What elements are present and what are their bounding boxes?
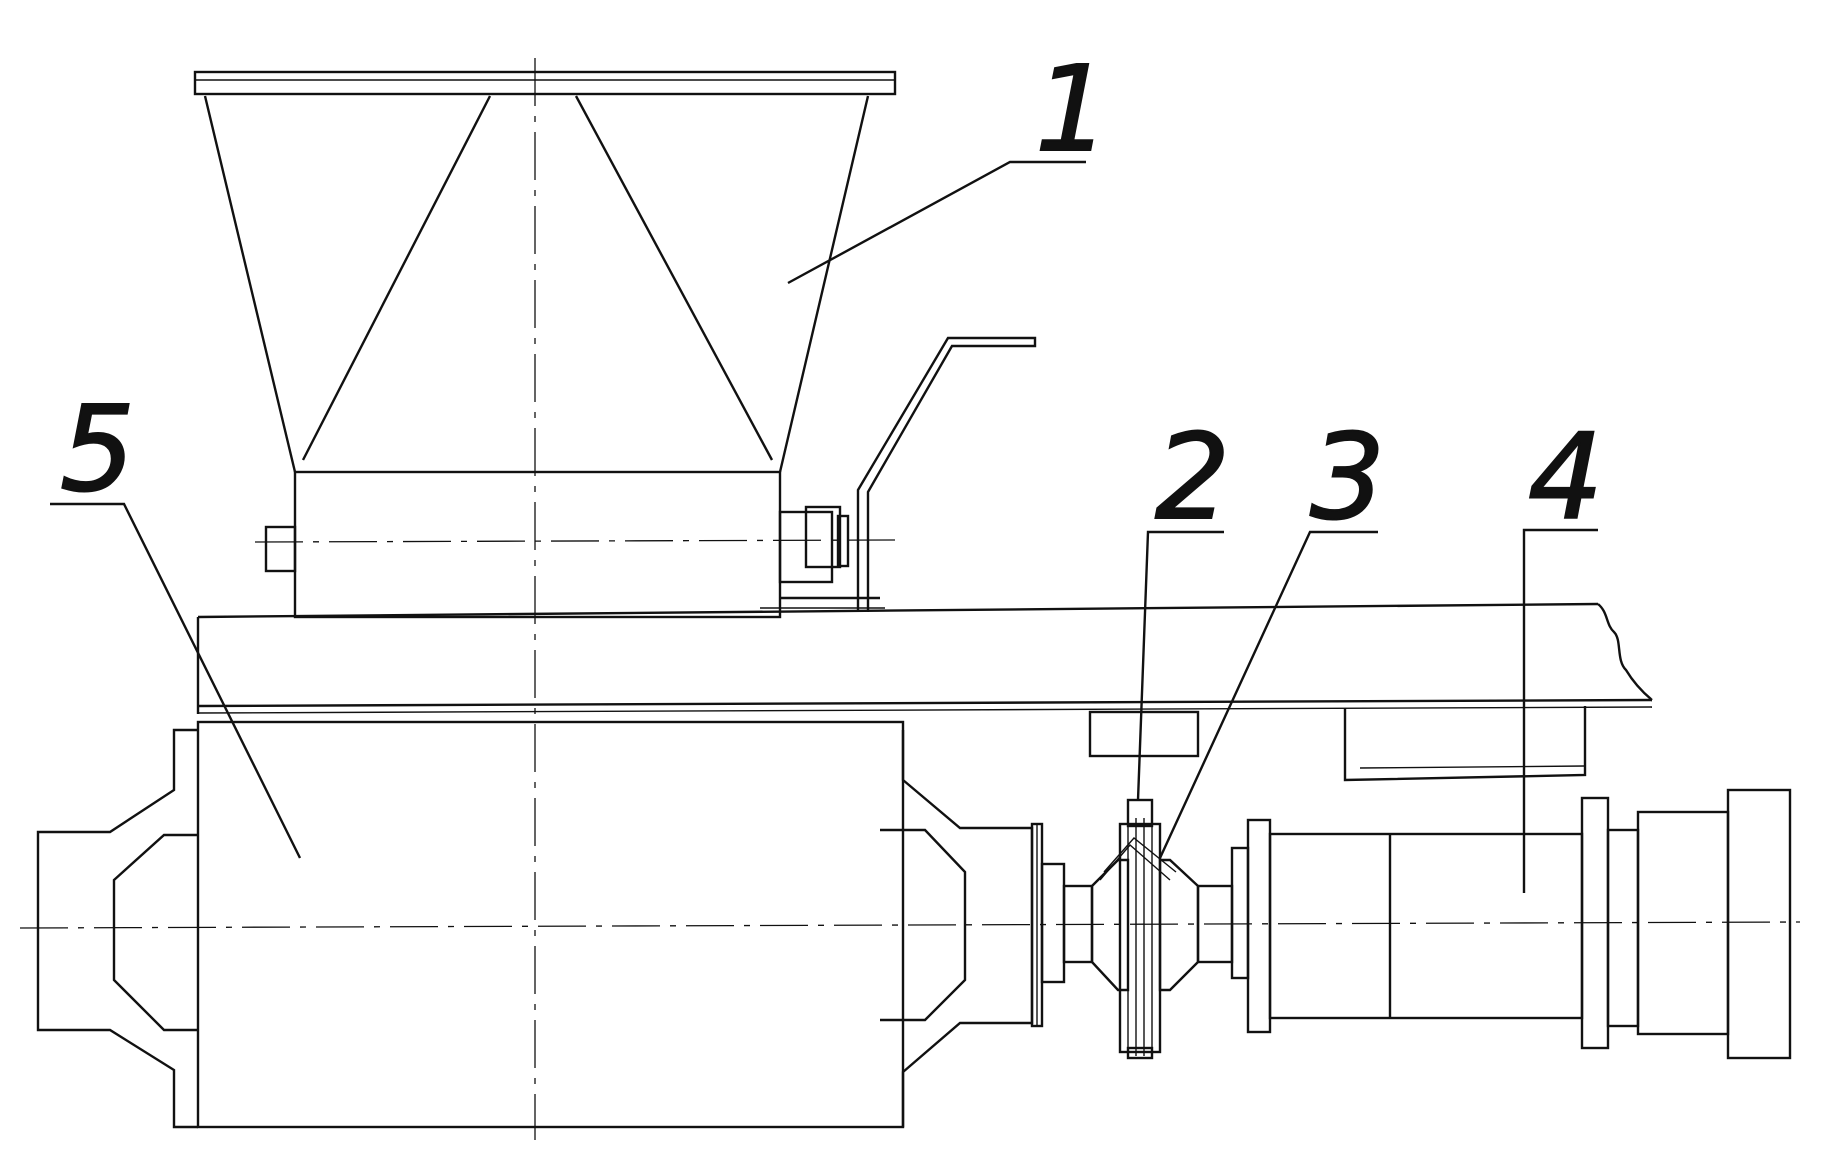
coupling-key-bottom: [1126, 1046, 1154, 1060]
coupling-hatch-1: [1099, 844, 1171, 881]
left-hub-outer: [36, 728, 198, 1129]
horizontal-center-line: [19, 921, 1801, 929]
leader-3: [1158, 530, 1378, 859]
coupling-disk: [1118, 822, 1162, 1054]
hopper-left-wall: [203, 95, 297, 473]
callout-3: 3: [1310, 408, 1385, 546]
frame-bottom-line: [197, 698, 1653, 708]
callouts: 1 2 3 4 5: [59, 39, 1604, 547]
callout-5: 5: [60, 380, 135, 518]
motor-rear-ring: [1606, 828, 1640, 1028]
hopper-inner-left: [301, 95, 492, 461]
right-hub-outer: [901, 730, 1034, 1127]
frame-support-right: [1343, 706, 1587, 782]
body-box: [196, 720, 905, 1129]
hopper-left-bolt: [264, 525, 297, 573]
frame-top-line: [197, 602, 1599, 619]
center-lines: [19, 58, 1801, 1140]
base-frame: [196, 602, 1653, 782]
motor-front-flange: [1246, 818, 1272, 1034]
shaft-stub-right: [1230, 846, 1250, 980]
hopper-right-wall: [778, 95, 870, 473]
motor: [1246, 788, 1792, 1060]
motor-fan-cover: [1726, 788, 1792, 1060]
leader-4: [1522, 528, 1598, 893]
hopper-inner-right: [574, 95, 774, 461]
lever-handle: [856, 336, 1037, 612]
motor-mount-line: [1359, 765, 1586, 769]
coupling-hatch-2: [1103, 837, 1177, 873]
hinge-washer: [836, 514, 850, 568]
hopper-top-flange: [193, 70, 897, 96]
shaft-coupling: [1040, 798, 1250, 1060]
coupling-key-top: [1126, 798, 1154, 828]
hopper: [193, 70, 1037, 619]
right-hub-inner: [880, 828, 967, 1022]
frame-break-line: [1597, 603, 1653, 701]
callout-4: 4: [1528, 408, 1603, 546]
frame-bottom-inner: [197, 706, 1653, 714]
shaft-stub-left: [1040, 862, 1066, 984]
left-hub-inner: [112, 833, 198, 1032]
callout-2: 2: [1155, 408, 1230, 546]
hinge-nut: [804, 505, 842, 569]
leader-2: [1136, 530, 1224, 801]
leader-1: [787, 160, 1086, 285]
motor-body: [1268, 832, 1584, 1020]
coupling-cone-right: [1158, 858, 1200, 992]
frame-support-left: [1088, 710, 1200, 758]
bolt-center-line: [254, 539, 896, 543]
crusher-body: [36, 720, 1044, 1129]
hopper-outlet-box: [293, 470, 782, 619]
leader-5: [50, 502, 302, 859]
leader-lines: [50, 160, 1598, 893]
callout-1: 1: [1035, 40, 1110, 178]
